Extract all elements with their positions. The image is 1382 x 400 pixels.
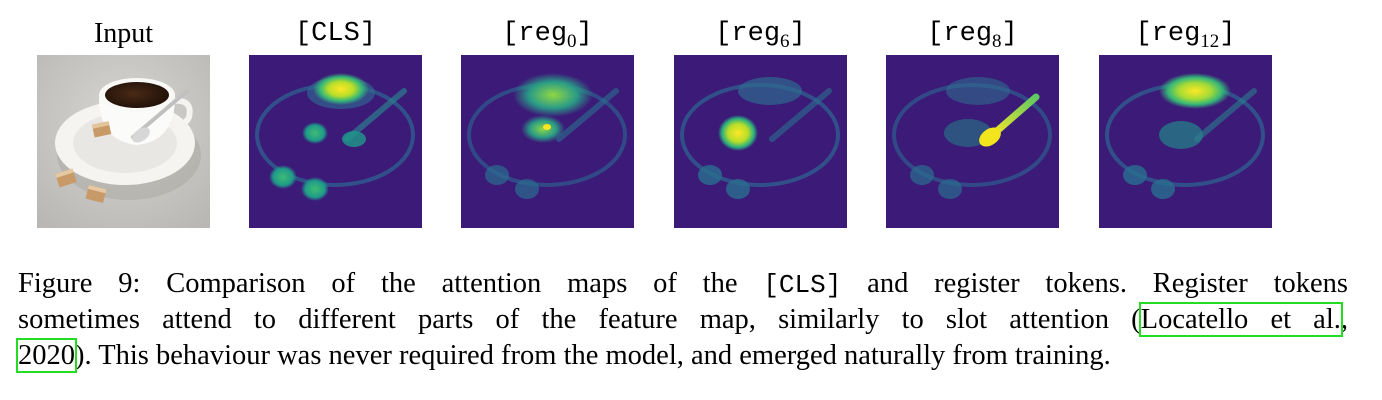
cls-label: [CLS] xyxy=(294,19,376,49)
caption-line-1: Figure 9: Comparison of the attention ma… xyxy=(18,268,1348,300)
citation-link-author[interactable]: Locatello et al. xyxy=(1138,302,1343,337)
reg6-label: [reg6] xyxy=(715,19,806,52)
citation-link-year[interactable]: 2020 xyxy=(16,338,77,373)
caption-line-3: 2020). This behaviour was never required… xyxy=(16,338,1111,373)
input-label: Input xyxy=(93,18,154,49)
reg12-label: [reg12] xyxy=(1135,19,1236,52)
reg0-label: [reg0] xyxy=(502,19,593,52)
attention-map-reg8 xyxy=(886,55,1059,228)
attention-map-reg0 xyxy=(461,55,634,228)
caption-line-2: sometimes attend to different parts of t… xyxy=(18,302,1348,337)
attention-map-reg6 xyxy=(674,55,847,228)
figure-caption: Figure 9: Comparison of the attention ma… xyxy=(16,266,1348,374)
input-image xyxy=(37,55,210,228)
attention-map-cls xyxy=(249,55,422,228)
attention-map-reg12 xyxy=(1099,55,1272,228)
reg8-label: [reg8] xyxy=(927,19,1018,52)
